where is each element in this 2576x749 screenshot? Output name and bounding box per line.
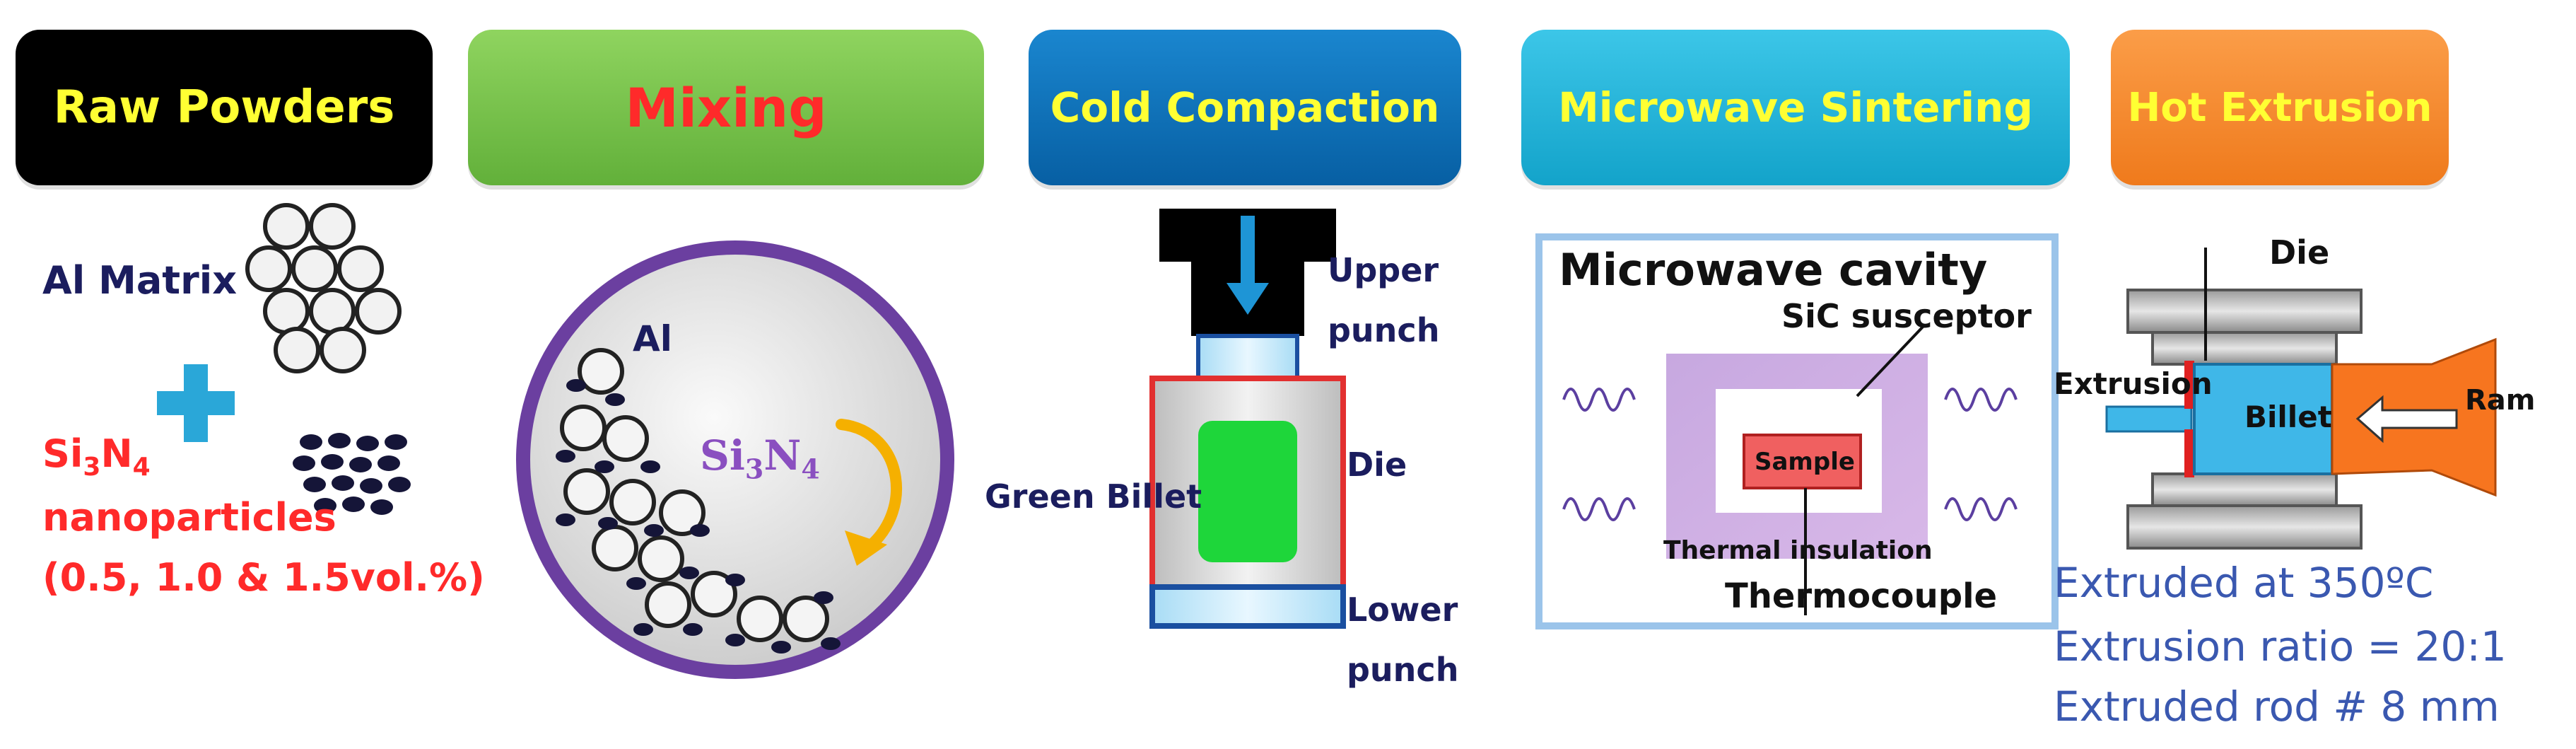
- upper-punch-label-2: punch: [1328, 311, 1440, 349]
- microwave-cavity-label: Microwave cavity: [1559, 244, 1988, 296]
- step-label: Raw Powders: [53, 81, 395, 134]
- volume-fraction-label: (0.5, 1.0 & 1.5vol.%): [42, 555, 485, 600]
- step-microwave-sintering: Microwave Sintering: [1521, 30, 2070, 185]
- ram-label: Ram: [2465, 384, 2536, 417]
- sintering-setup: [1562, 324, 2018, 615]
- step-raw-powders: Raw Powders: [16, 30, 433, 185]
- step-label: Microwave Sintering: [1558, 83, 2033, 132]
- extrusion-setup: [2105, 248, 2497, 550]
- step-hot-extrusion: Hot Extrusion: [2111, 30, 2449, 185]
- thermal-insulation-label: Thermal insulation: [1663, 536, 1933, 565]
- lower-punch-label-2: punch: [1347, 651, 1459, 689]
- si3n4-nanoparticles: [293, 433, 411, 515]
- extrusion-note-temperature: Extruded at 350ºC: [2054, 559, 2434, 607]
- green-billet-label: Green Billet: [985, 477, 1202, 516]
- compaction-die-assembly: [1149, 209, 1346, 629]
- al-particles: [245, 203, 402, 373]
- si3n4-mix-label: Si3N4: [700, 431, 820, 485]
- al-matrix-label: Al Matrix: [42, 258, 238, 303]
- lower-punch-label-1: Lower: [1347, 591, 1458, 629]
- nanoparticles-label: nanoparticles: [42, 495, 336, 540]
- al-label: Al: [633, 318, 672, 359]
- si3n4-label: Si3N4: [42, 431, 151, 482]
- thermocouple-label: Thermocouple: [1725, 576, 1998, 616]
- extrusion-label: Extrusion: [2054, 366, 2213, 401]
- microwave-cavity-frame: [1535, 233, 2059, 629]
- step-label: Cold Compaction: [1050, 83, 1440, 132]
- step-label: Mixing: [625, 76, 827, 139]
- billet-label: Billet: [2244, 400, 2332, 434]
- sic-susceptor-label: SiC susceptor: [1781, 297, 2032, 335]
- extrusion-note-rod: Extruded rod # 8 mm: [2054, 683, 2500, 731]
- die-label: Die: [1347, 446, 1407, 484]
- upper-punch-label-1: Upper: [1328, 251, 1439, 289]
- extrusion-note-ratio: Extrusion ratio = 20:1: [2054, 622, 2507, 670]
- sample-label: Sample: [1755, 448, 1855, 476]
- die-label-extrusion: Die: [2269, 233, 2330, 272]
- plus-icon: [157, 364, 235, 442]
- step-cold-compaction: Cold Compaction: [1029, 30, 1461, 185]
- step-label: Hot Extrusion: [2127, 84, 2432, 131]
- step-mixing: Mixing: [468, 30, 984, 185]
- ball-mill-jar: [516, 240, 954, 679]
